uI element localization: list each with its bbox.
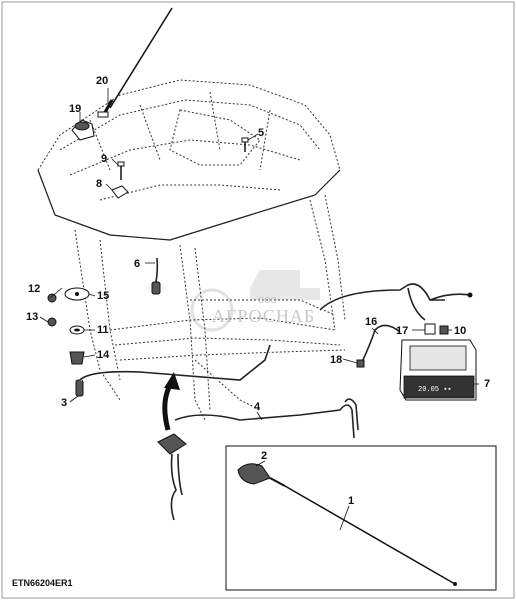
callout-18: 18 xyxy=(330,354,342,366)
radio-unit-7: 20.05 ▪▪ xyxy=(399,339,477,401)
callout-12: 12 xyxy=(28,283,40,295)
routing-arrow xyxy=(162,372,180,431)
screw-5 xyxy=(241,137,249,152)
leader-lines xyxy=(39,88,479,531)
callout-5: 5 xyxy=(258,127,264,139)
callout-15: 15 xyxy=(97,290,109,302)
callout-17: 17 xyxy=(396,325,408,337)
antenna-base xyxy=(71,119,95,141)
callout-13: 13 xyxy=(26,311,38,323)
callout-2: 2 xyxy=(261,450,267,462)
cable-18 xyxy=(356,324,401,368)
watermark-prefix: ООО xyxy=(258,296,277,305)
callout-8: 8 xyxy=(96,178,102,190)
antenna-cable-4 xyxy=(78,344,359,439)
cab-body xyxy=(74,194,346,421)
bracket-15 xyxy=(64,287,90,301)
callout-4: 4 xyxy=(254,401,261,413)
cable-connector-bottom xyxy=(157,433,187,521)
watermark-brand: АГРОСНАБ xyxy=(212,306,316,326)
callout-20: 20 xyxy=(96,75,108,87)
callout-16: 16 xyxy=(365,316,377,328)
nut-12 xyxy=(47,293,57,303)
callout-11: 11 xyxy=(97,324,109,336)
callout-9: 9 xyxy=(101,153,107,165)
callout-19: 19 xyxy=(69,103,81,115)
svg-text:20.05 ▪▪: 20.05 ▪▪ xyxy=(418,386,452,394)
connector-17 xyxy=(424,323,436,335)
washer-11 xyxy=(69,325,85,335)
callout-14: 14 xyxy=(97,349,110,361)
callout-3: 3 xyxy=(61,397,67,409)
washer-13 xyxy=(47,317,57,327)
callout-6: 6 xyxy=(134,258,140,270)
bracket-8 xyxy=(111,185,129,199)
connector-10 xyxy=(439,325,449,335)
nut-14 xyxy=(69,351,85,365)
antenna-mast xyxy=(97,7,173,118)
radio-harness-16 xyxy=(318,282,473,321)
callout-7: 7 xyxy=(484,378,490,390)
screw-9 xyxy=(117,161,125,180)
callout-labels: 20 19 9 8 5 6 12 13 15 11 14 3 4 7 16 17… xyxy=(26,75,490,507)
cable-6 xyxy=(151,257,161,295)
connector-3 xyxy=(75,379,84,397)
figure-code: ETN66204ER1 xyxy=(12,578,73,588)
callout-1: 1 xyxy=(348,495,354,507)
cab-roof xyxy=(37,79,341,241)
detail-inset xyxy=(225,445,497,591)
callout-10: 10 xyxy=(454,325,466,337)
watermark-logo xyxy=(190,270,320,332)
